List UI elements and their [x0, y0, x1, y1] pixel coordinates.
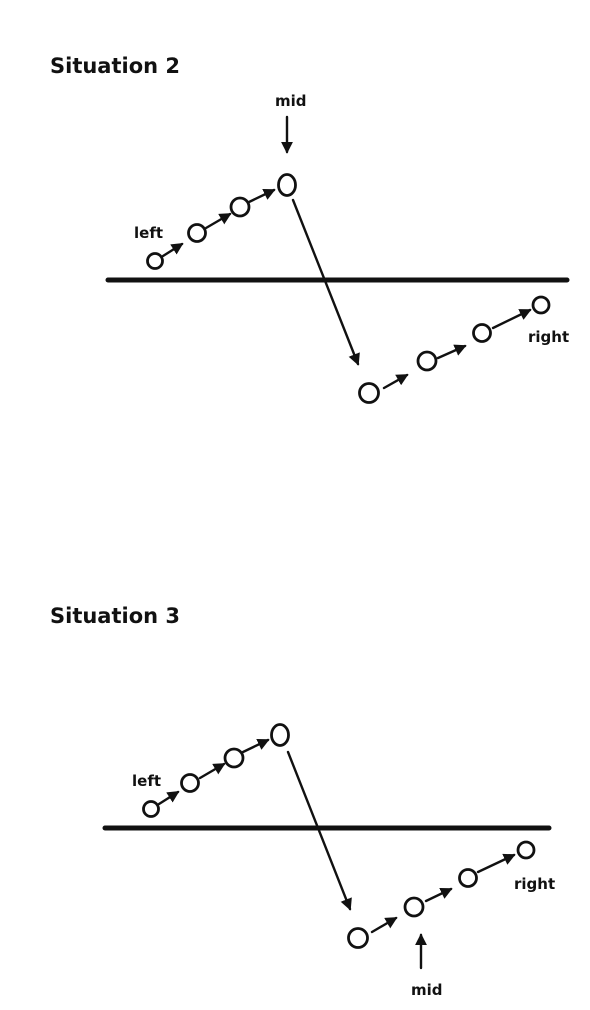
situation-3-step-arrow: [198, 762, 226, 780]
situation-3-step-arrow: [370, 916, 398, 934]
situation-2-drop-arrow: [291, 198, 360, 366]
situation-3-right-label: right: [514, 875, 555, 893]
situation-2-panel: Situation 2 mid left right: [50, 54, 570, 404]
situation-3-peak-node: [270, 723, 290, 747]
situation-3-drop-arrow: [286, 750, 352, 911]
situation-2-node: [187, 223, 207, 243]
situation-2-step-arrow: [491, 308, 532, 330]
situation-3-step-arrow: [476, 853, 516, 874]
situation-2-step-arrow: [204, 212, 232, 230]
situation-3-step-arrow: [157, 790, 180, 806]
situation-3-right-node: [516, 840, 536, 860]
situation-2-node: [416, 350, 438, 372]
situation-2-left-node: [146, 252, 164, 270]
situation-3-left-node: [142, 800, 160, 818]
situation-2-node: [472, 323, 492, 343]
situation-3-node: [223, 747, 245, 769]
situation-3-step-arrow: [424, 887, 453, 903]
situation-2-node: [229, 196, 251, 218]
situation-2-step-arrow: [436, 344, 467, 360]
situation-3-title: Situation 3: [50, 604, 180, 628]
situation-3-node: [180, 773, 200, 793]
situation-2-peak-node: [277, 173, 297, 197]
situation-3-node: [458, 868, 478, 888]
situation-3-mid-label: mid: [411, 981, 443, 999]
situation-3-left-label: left: [132, 772, 161, 790]
situation-3-node: [403, 896, 425, 918]
situation-3-panel: Situation 3 left right mid: [50, 604, 555, 999]
situation-2-step-arrow: [161, 242, 184, 258]
situation-3-low-node: [347, 927, 369, 949]
situation-2-title: Situation 2: [50, 54, 180, 78]
situation-2-left-label: left: [134, 224, 163, 242]
situation-3-step-arrow: [241, 738, 270, 754]
situation-2-right-node: [531, 295, 551, 315]
situation-2-low-node: [358, 382, 380, 404]
situation-2-step-arrow: [247, 188, 276, 204]
situation-2-step-arrow: [382, 373, 409, 390]
situation-2-right-label: right: [528, 328, 569, 346]
situation-2-mid-label: mid: [275, 92, 307, 110]
